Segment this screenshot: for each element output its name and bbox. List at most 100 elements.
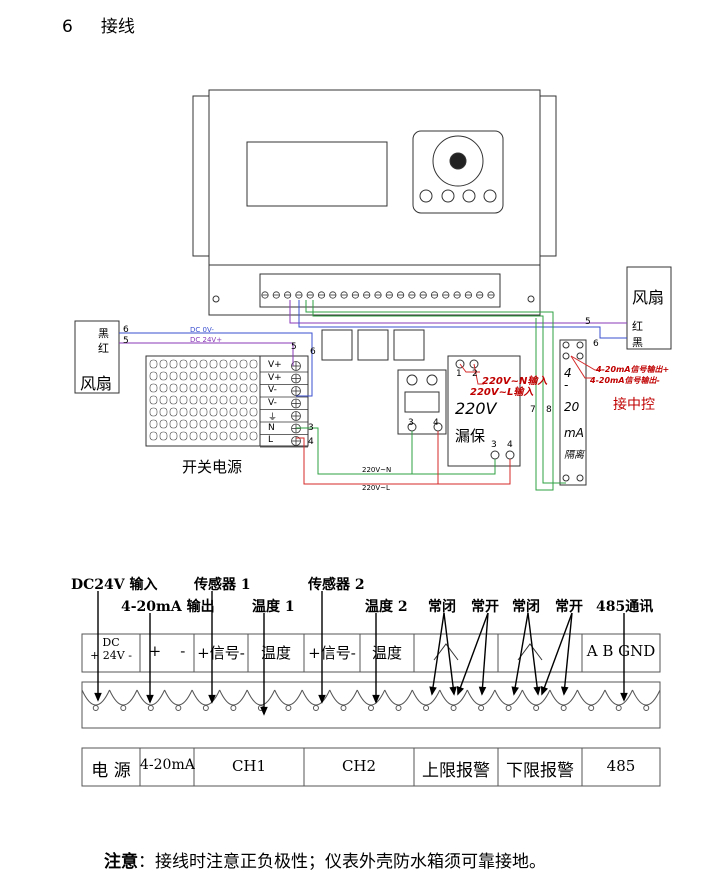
isolator-text: mA bbox=[564, 426, 584, 440]
cable-gland-1 bbox=[321, 329, 353, 361]
label-485: 485通讯 bbox=[596, 599, 654, 615]
ok-button bbox=[449, 152, 467, 170]
vent-hole bbox=[209, 383, 218, 393]
mini-screw bbox=[464, 291, 472, 299]
vent-hole bbox=[199, 359, 208, 369]
left-mount-bracket bbox=[192, 95, 210, 257]
vent-hole bbox=[209, 419, 218, 429]
vent-hole bbox=[159, 431, 168, 441]
switching-power-supply bbox=[145, 355, 309, 448]
esc-button bbox=[441, 189, 455, 203]
isolator-text: 20 bbox=[564, 400, 580, 414]
terminal-hole bbox=[285, 705, 292, 711]
psu-terminal-label: V- bbox=[268, 397, 277, 408]
controller-enclosure bbox=[192, 89, 557, 361]
mini-terminal-strip bbox=[259, 273, 501, 308]
vent-hole bbox=[249, 431, 258, 441]
note-prefix: 注意 bbox=[104, 852, 138, 872]
hdr-signal-1: +信号- bbox=[197, 644, 245, 662]
terminal-arc bbox=[164, 689, 193, 706]
psu-screw bbox=[291, 361, 301, 371]
wire-sig-plus bbox=[570, 355, 604, 371]
terminal-hole bbox=[478, 705, 485, 711]
keypad-panel bbox=[412, 130, 504, 214]
terminal-arc bbox=[632, 689, 661, 706]
terminal-hole bbox=[615, 705, 622, 711]
psu-terminal-label: N bbox=[268, 422, 275, 433]
vent-hole bbox=[159, 407, 168, 417]
vent-hole bbox=[189, 383, 198, 393]
btm-power: 电 源 bbox=[91, 761, 131, 781]
isolator-text: - bbox=[564, 378, 569, 392]
vent-hole bbox=[159, 395, 168, 405]
vent-hole bbox=[209, 371, 218, 381]
vent-hole bbox=[219, 407, 228, 417]
vent-hole bbox=[149, 431, 158, 441]
mini-screw bbox=[430, 291, 439, 299]
mini-screw bbox=[340, 291, 348, 299]
vent-hole bbox=[199, 431, 208, 441]
fan-right-red: 红 bbox=[632, 320, 643, 333]
vent-hole bbox=[249, 395, 258, 405]
btm-4-20ma: 4-20mA bbox=[140, 757, 195, 773]
terminal-hole bbox=[340, 705, 347, 711]
vent-hole bbox=[169, 359, 178, 369]
vent-hole bbox=[169, 395, 178, 405]
psu-terminal-label: V+ bbox=[268, 372, 282, 383]
vent-hole bbox=[229, 407, 238, 417]
wire-ac-l bbox=[296, 437, 511, 485]
mini-screw bbox=[476, 291, 484, 299]
sig-out-plus: 4-20mA信号输出+ bbox=[596, 365, 670, 374]
vent-hole bbox=[199, 407, 208, 417]
mini-screw bbox=[261, 291, 269, 299]
vent-hole bbox=[249, 371, 258, 381]
terminal-arc bbox=[466, 689, 496, 706]
wire-blue-fan-right bbox=[298, 300, 627, 339]
breaker-voltage: 220V bbox=[455, 399, 497, 418]
vent-hole bbox=[219, 419, 228, 429]
breaker-name: 漏保 bbox=[455, 427, 486, 445]
label-dc24-in: DC24V 输入 bbox=[71, 577, 158, 593]
vent-hole bbox=[149, 371, 158, 381]
vent-hole bbox=[159, 419, 168, 429]
vent-hole bbox=[249, 359, 258, 369]
terminal-hole bbox=[175, 705, 182, 711]
label-temp2: 温度 2 bbox=[365, 599, 408, 615]
label-ma-out: 4-20mA 输出 bbox=[121, 599, 215, 615]
mini-screw bbox=[408, 291, 416, 299]
terminal-hole bbox=[147, 705, 154, 711]
psu-terminal-label: V+ bbox=[268, 360, 282, 370]
vent-hole bbox=[149, 383, 158, 393]
terminal-arc bbox=[384, 689, 413, 706]
label-sensor2: 传感器 2 bbox=[308, 577, 365, 593]
vent-hole bbox=[179, 419, 188, 429]
mini-screw bbox=[306, 291, 314, 299]
label-arrows bbox=[94, 591, 628, 716]
vent-hole bbox=[209, 359, 218, 369]
vent-hole bbox=[229, 383, 238, 393]
breaker-in-2: 2 bbox=[472, 369, 478, 379]
isolator-text: 隔离 bbox=[564, 450, 584, 461]
terminal-hole bbox=[505, 705, 512, 711]
terminal-arc bbox=[191, 689, 221, 706]
vent-hole bbox=[189, 419, 198, 429]
wire-no-4-psu: 4 bbox=[308, 437, 314, 447]
note-text: ：接线时注意正负极性；仪表外壳防水箱须可靠接地。 bbox=[138, 852, 546, 872]
wire-ac-n bbox=[296, 427, 496, 475]
terminal-arc bbox=[301, 689, 331, 706]
hdr-4-20: + - bbox=[148, 642, 186, 660]
wiring-note: 注意：接线时注意正负极性；仪表外壳防水箱须可靠接地。 bbox=[104, 847, 546, 872]
btm-ch2: CH2 bbox=[341, 757, 377, 775]
vent-hole bbox=[169, 383, 178, 393]
mini-screw bbox=[283, 291, 292, 299]
mini-screw bbox=[295, 291, 303, 299]
terminal-hole bbox=[230, 705, 237, 711]
btm-lower-alarm: 下限报警 bbox=[506, 761, 574, 781]
vent-hole bbox=[189, 407, 198, 417]
label-temp1: 温度 1 bbox=[252, 599, 295, 615]
vent-hole bbox=[159, 371, 168, 381]
vent-hole bbox=[209, 431, 218, 441]
psu-label: 开关电源 bbox=[182, 458, 243, 476]
hdr-dc: DC + 24V - bbox=[82, 636, 140, 662]
mini-screw bbox=[374, 291, 382, 299]
